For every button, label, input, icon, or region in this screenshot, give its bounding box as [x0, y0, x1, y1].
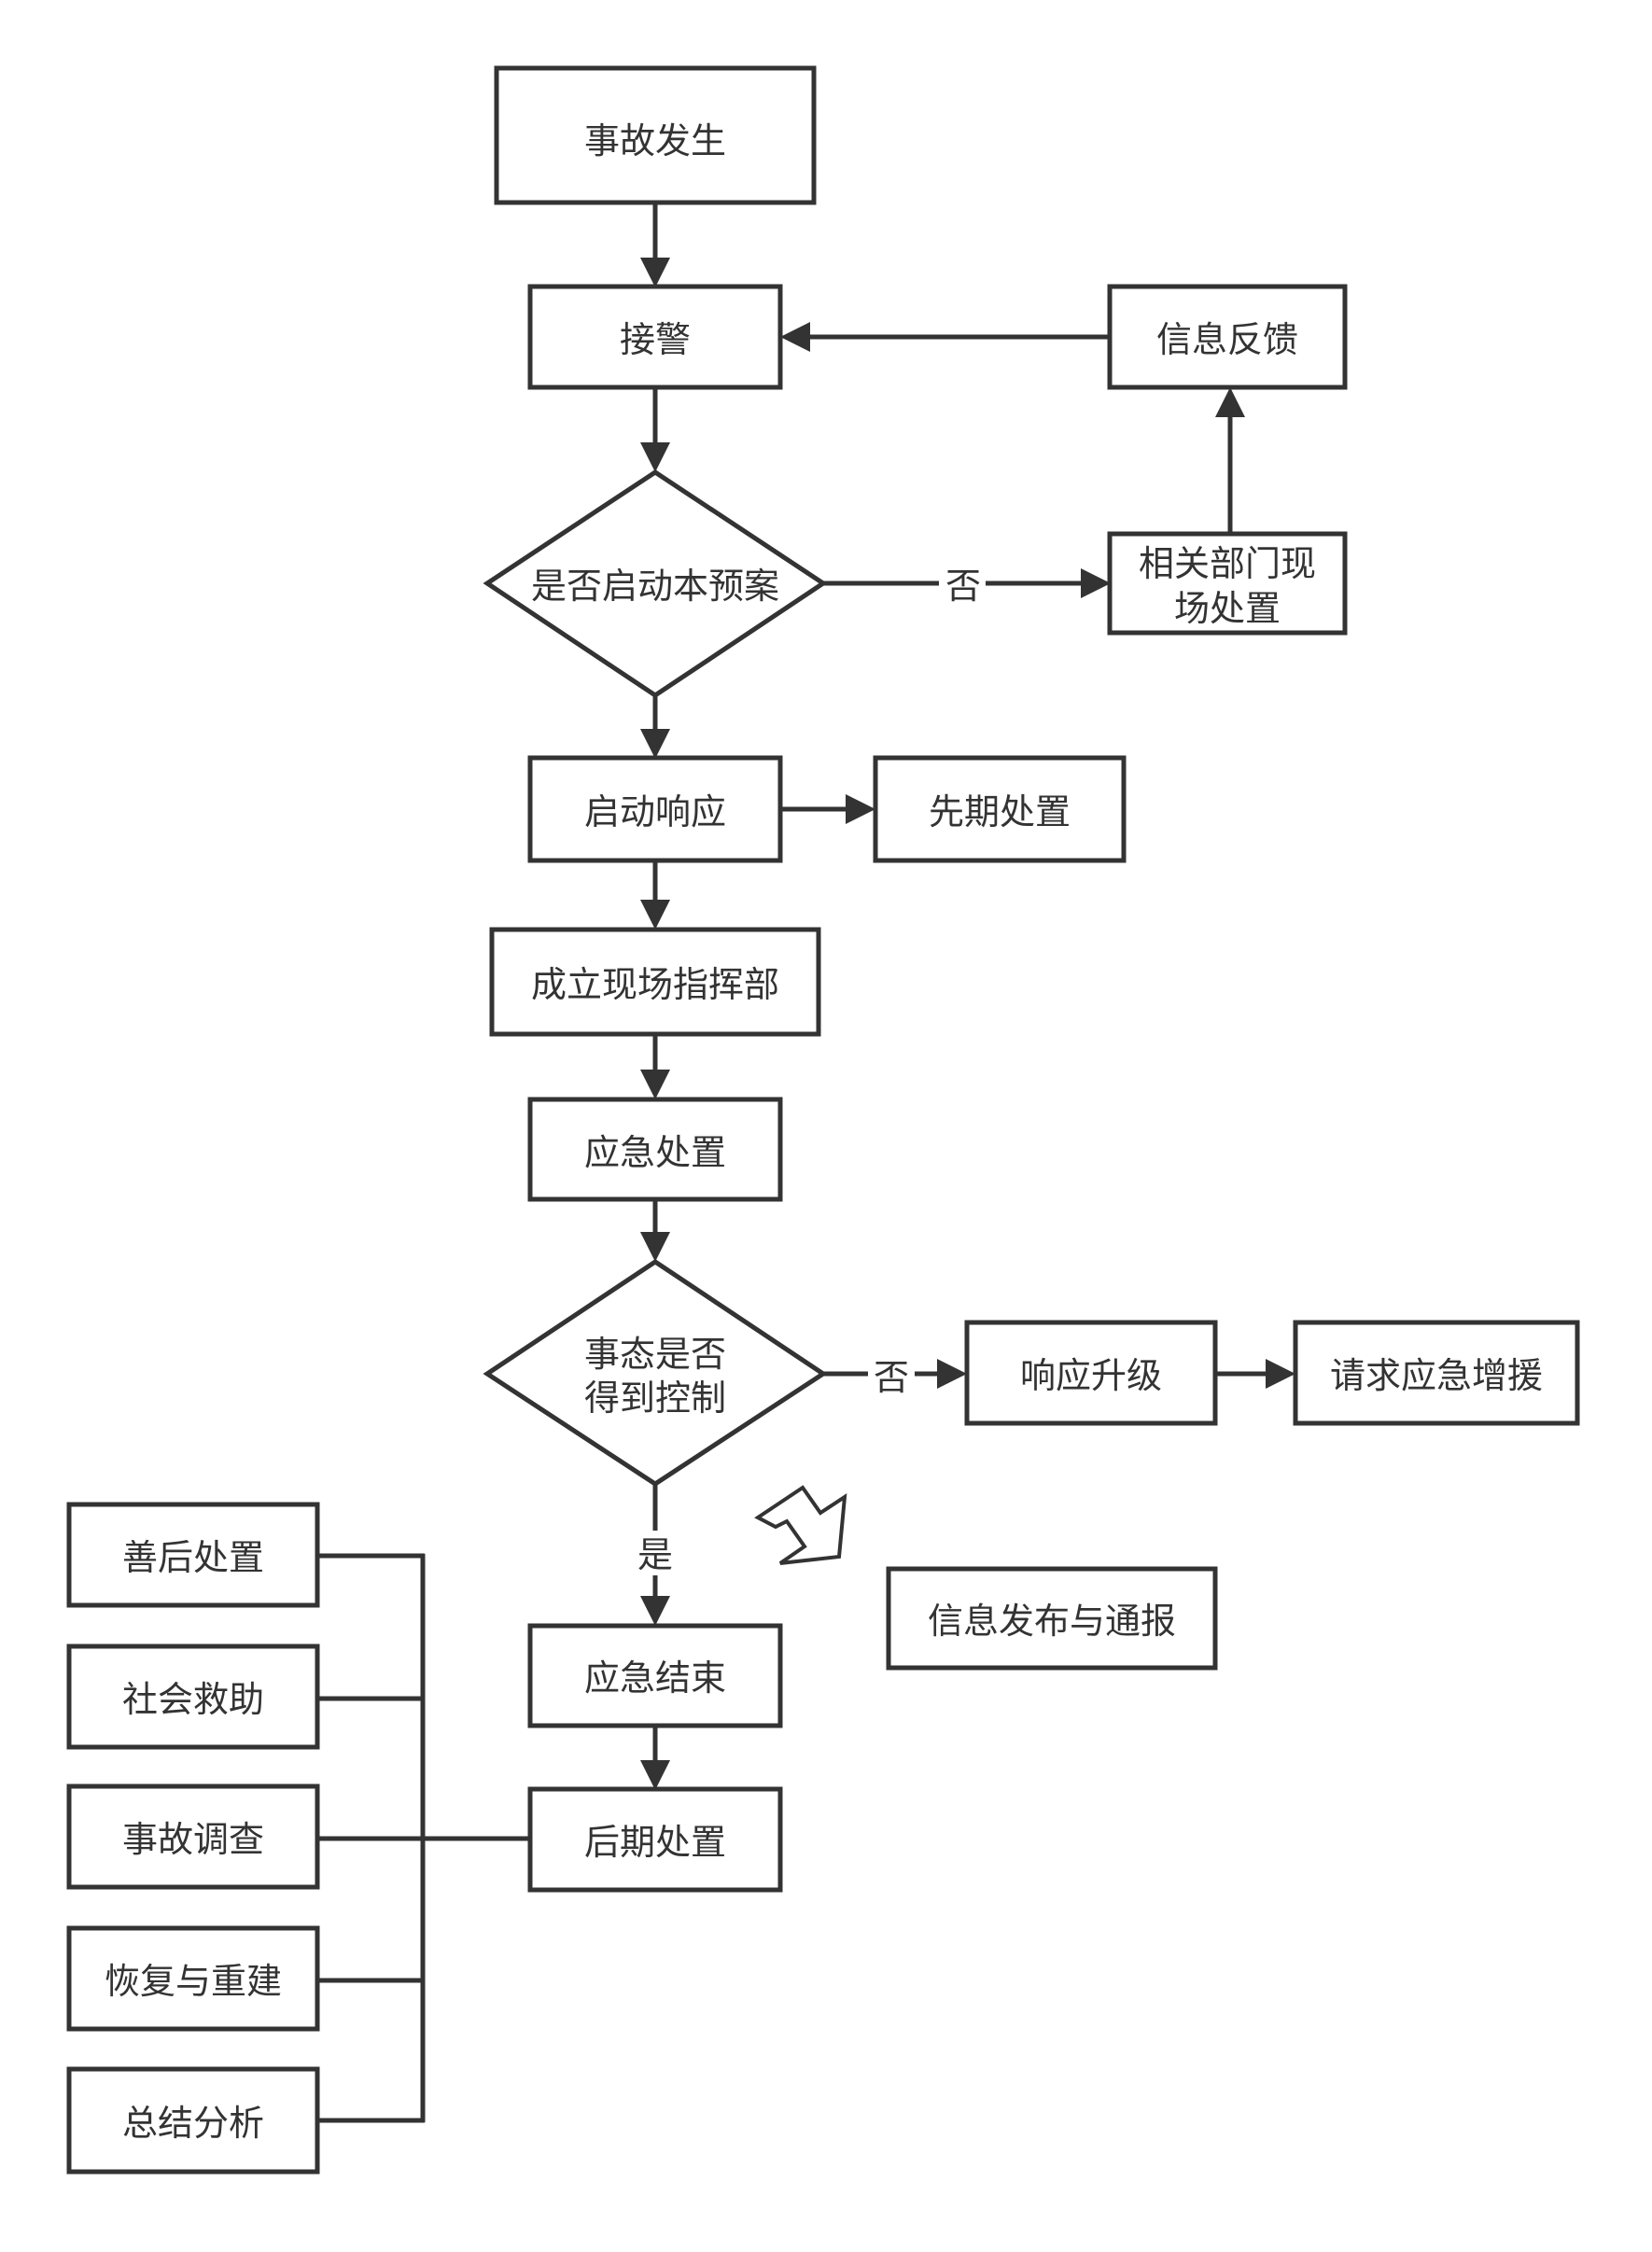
edge-alarm-to-plan-decision	[640, 387, 670, 472]
svg-text:是: 是	[637, 1534, 673, 1575]
edge-response-to-initial	[780, 794, 875, 824]
svg-text:信息反馈: 信息反馈	[1156, 319, 1298, 360]
node-command-post: 成立现场指挥部	[489, 927, 821, 1037]
node-dept-onsite-handling: 相关部门现 场处置	[1107, 531, 1348, 636]
svg-text:是否启动本预案: 是否启动本预案	[531, 566, 779, 607]
node-info-release: 信息发布与通报	[886, 1566, 1218, 1671]
svg-text:否: 否	[874, 1357, 909, 1398]
node-recovery-rebuild: 恢复与重建	[66, 1925, 320, 2032]
node-aftermath: 善后处置	[66, 1502, 320, 1608]
svg-text:社会救助: 社会救助	[122, 1679, 264, 1720]
edge-end-to-later	[640, 1726, 670, 1790]
svg-text:总结分析: 总结分析	[122, 2103, 264, 2144]
edge-emergency-to-control-decision	[640, 1199, 670, 1262]
node-emergency-end: 应急结束	[527, 1623, 783, 1728]
svg-text:信息发布与通报: 信息发布与通报	[928, 1601, 1176, 1642]
node-start-response: 启动响应	[527, 755, 783, 863]
node-emergency-handling: 应急处置	[527, 1097, 783, 1202]
svg-text:得到控制: 得到控制	[584, 1378, 726, 1419]
edge-later-bracket	[317, 1553, 532, 2123]
node-response-upgrade: 响应升级	[964, 1320, 1218, 1426]
hollow-arrow-icon	[754, 1485, 847, 1565]
node-info-feedback: 信息反馈	[1107, 284, 1348, 390]
svg-text:否: 否	[945, 566, 981, 607]
edge-upgrade-to-support	[1215, 1359, 1295, 1389]
node-later-handling: 后期处置	[527, 1786, 783, 1893]
node-start-plan-decision: 是否启动本预案	[483, 469, 828, 699]
node-receive-alarm: 接警	[527, 284, 783, 390]
edge-label-no-2: 否	[868, 1353, 915, 1398]
edge-accident-to-alarm	[640, 203, 670, 287]
svg-text:请求应急增援: 请求应急增援	[1330, 1355, 1543, 1396]
svg-text:恢复与重建: 恢复与重建	[105, 1961, 282, 2002]
node-accident: 事故发生	[494, 65, 817, 205]
edge-command-to-emergency	[640, 1034, 670, 1099]
svg-text:事态是否: 事态是否	[584, 1334, 726, 1375]
edge-dept-to-feedback	[1215, 387, 1245, 534]
node-request-support: 请求应急增援	[1293, 1320, 1580, 1426]
node-initial-handling: 先期处置	[873, 755, 1127, 863]
edge-label-yes: 是	[632, 1531, 679, 1575]
svg-text:场处置: 场处置	[1174, 588, 1281, 629]
svg-text:相关部门现: 相关部门现	[1139, 543, 1316, 584]
svg-text:接警: 接警	[620, 319, 691, 360]
svg-text:成立现场指挥部: 成立现场指挥部	[531, 964, 779, 1005]
svg-text:响应升级: 响应升级	[1020, 1355, 1162, 1396]
svg-text:应急结束: 应急结束	[584, 1658, 726, 1699]
edge-label-no-1: 否	[939, 560, 986, 607]
svg-text:先期处置: 先期处置	[929, 791, 1071, 832]
node-accident-investigation: 事故调查	[66, 1783, 320, 1890]
node-social-relief: 社会救助	[66, 1644, 320, 1750]
svg-text:后期处置: 后期处置	[584, 1822, 726, 1863]
node-controlled-decision: 事态是否 得到控制	[483, 1258, 828, 1487]
svg-text:事故发生: 事故发生	[584, 120, 726, 161]
edge-plan-decision-yes	[640, 695, 670, 759]
svg-text:应急处置: 应急处置	[584, 1132, 726, 1173]
node-summary-analysis: 总结分析	[66, 2066, 320, 2175]
edge-response-to-command	[640, 860, 670, 930]
svg-text:启动响应: 启动响应	[584, 791, 726, 832]
edge-feedback-to-alarm	[780, 322, 1110, 352]
svg-text:善后处置: 善后处置	[122, 1537, 264, 1578]
svg-text:事故调查: 事故调查	[122, 1819, 264, 1860]
